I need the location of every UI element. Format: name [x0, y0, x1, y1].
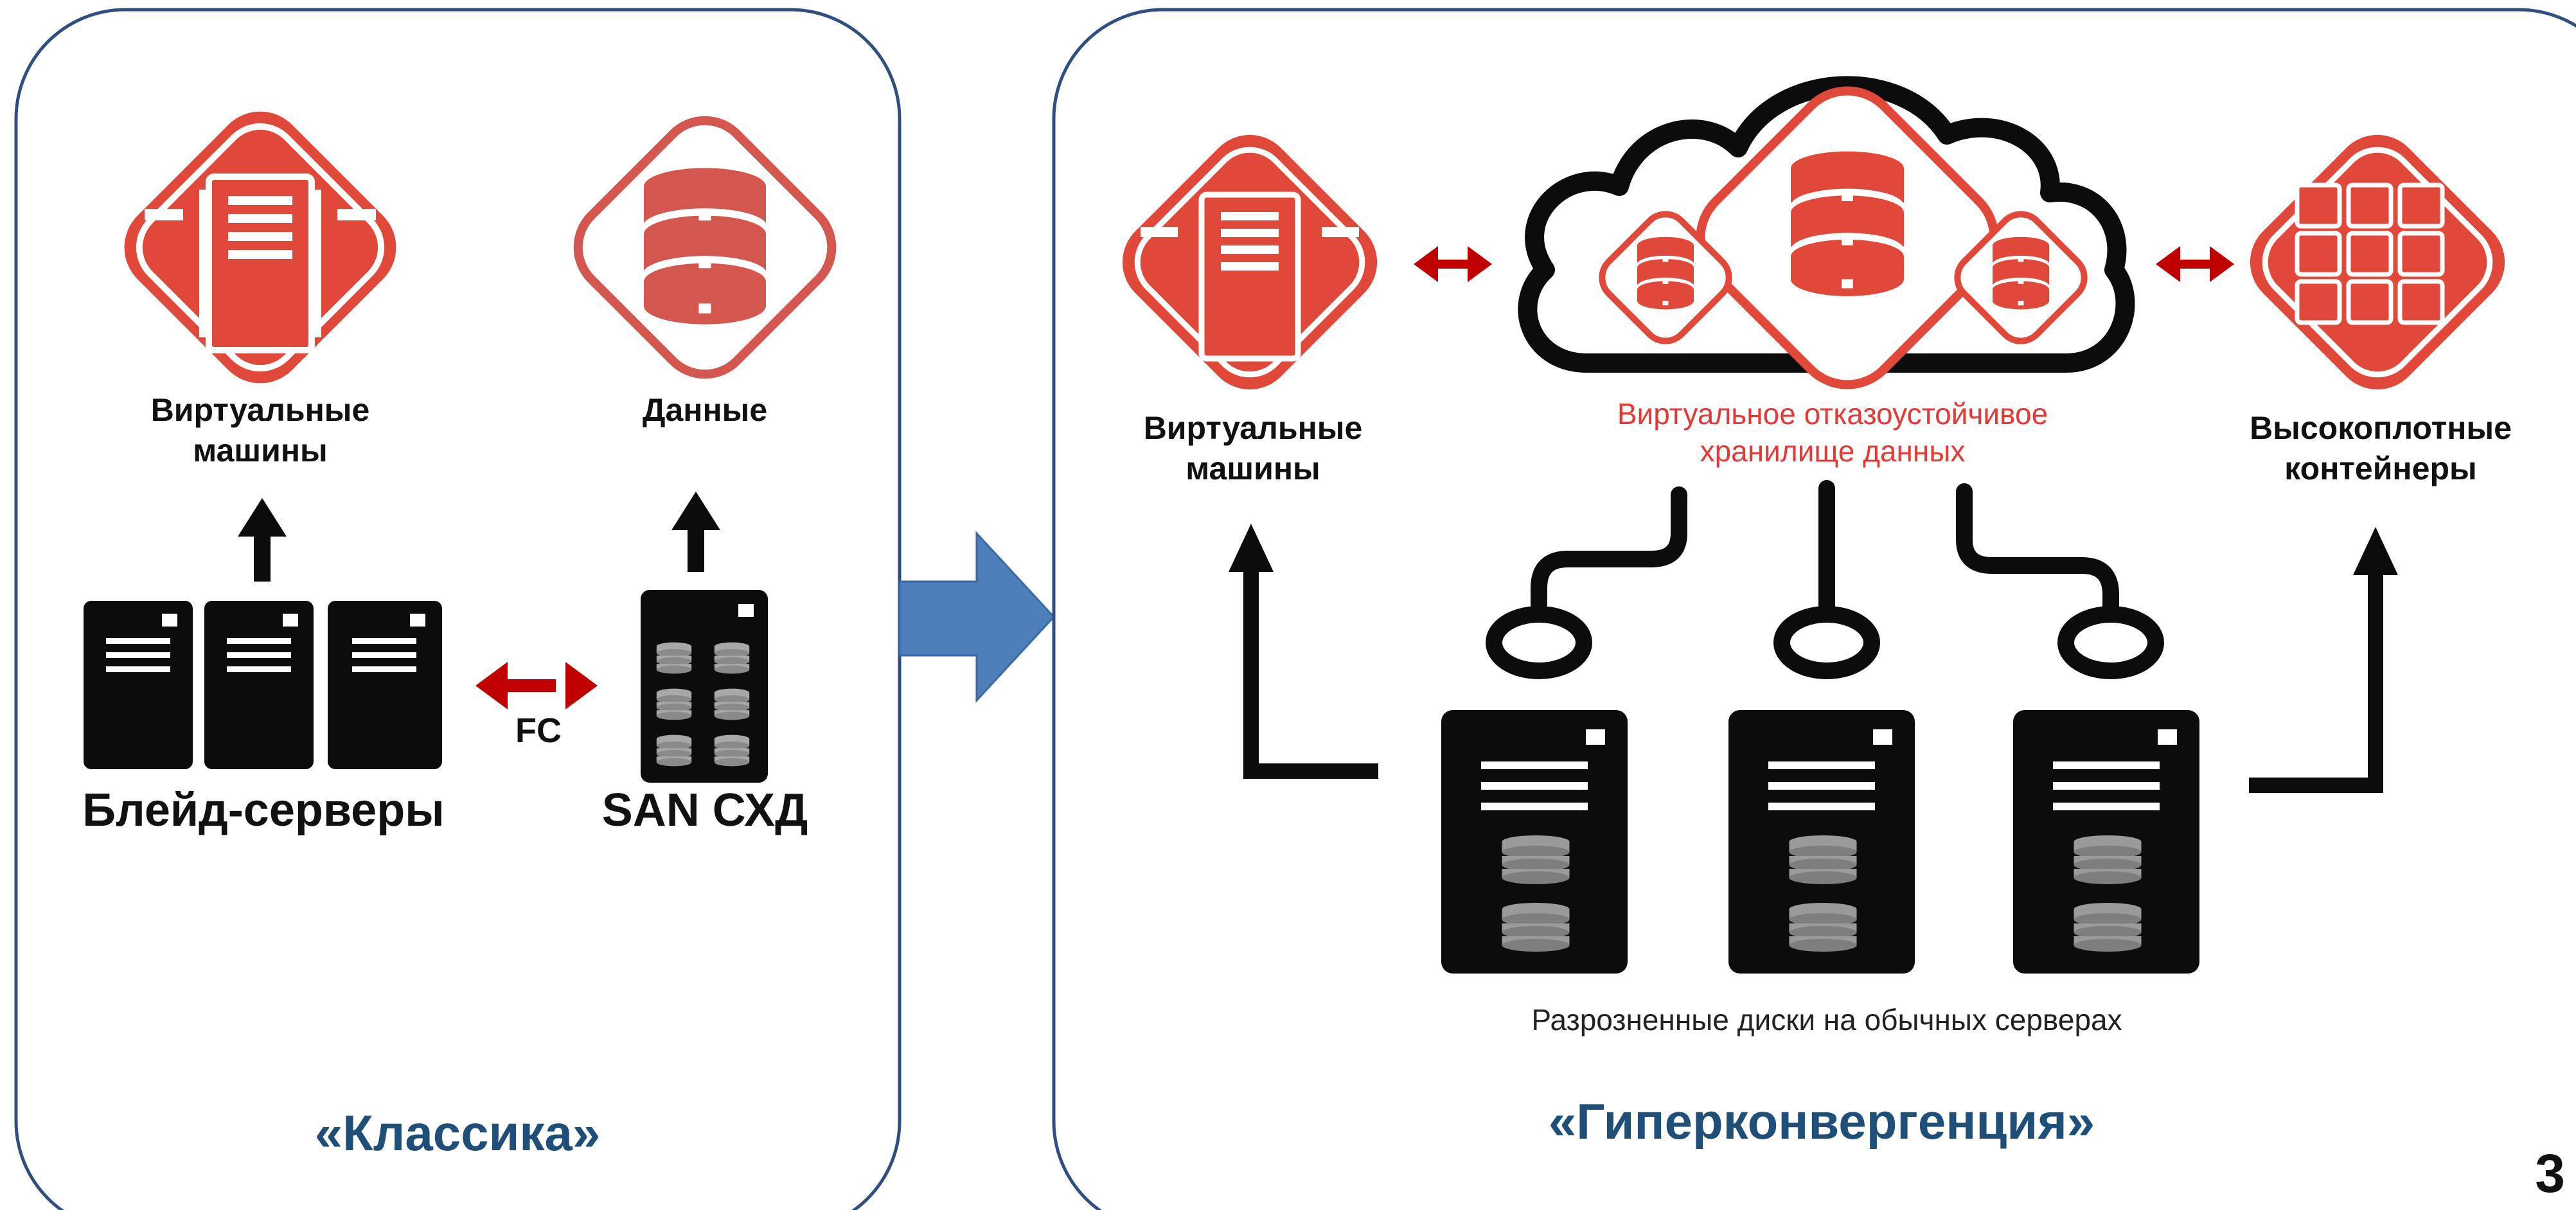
- classic-title: «Классика»: [315, 1105, 600, 1161]
- fc-label: FC: [515, 711, 562, 750]
- blade-server-icon: [328, 601, 442, 769]
- l-arrow-up-icon: [2249, 527, 2398, 793]
- classic-vm-label-line2: машины: [193, 432, 327, 468]
- fc-double-arrow-icon: [475, 662, 598, 709]
- sync-double-arrow-icon: [2156, 246, 2234, 282]
- server-with-disks-icon: [1728, 710, 1915, 974]
- page-number: 3: [2535, 1143, 2565, 1204]
- blade-server-icon: [204, 601, 314, 769]
- transition-arrow-icon: [898, 531, 1056, 703]
- server-diamond-icon: [1122, 134, 1378, 390]
- hyper-vm-label-line2: машины: [1186, 450, 1320, 486]
- hyper-title: «Гиперконвергенция»: [1549, 1093, 2095, 1150]
- storage-server-icon: [641, 590, 768, 783]
- server-with-disks-icon: [1441, 710, 1628, 974]
- up-arrow-icon: [671, 492, 720, 572]
- server-diamond-icon: [124, 111, 396, 384]
- sync-double-arrow-icon: [1414, 246, 1492, 282]
- database-diamond-icon: [573, 116, 837, 379]
- containers-label-line2: контейнеры: [2284, 450, 2476, 486]
- cloud-icon: [1518, 76, 2135, 389]
- servers-caption: Разрозненные диски на обычных серверах: [1531, 1003, 2122, 1037]
- classic-data-label: Данные: [643, 392, 767, 428]
- up-arrow-icon: [238, 498, 287, 582]
- containers-diamond-icon: [2250, 134, 2505, 390]
- classic-vm-label-line1: Виртуальные: [151, 392, 370, 428]
- containers-label-line1: Высокоплотные: [2250, 410, 2512, 446]
- hyper-vm-label-line1: Виртуальные: [1144, 410, 1363, 446]
- connector-lines: [1486, 480, 2164, 679]
- hyper-panel: [1052, 8, 2576, 1210]
- san-label: SAN СХД: [602, 785, 808, 836]
- blade-server-icon: [84, 601, 193, 769]
- l-arrow-up-icon: [1229, 524, 1378, 779]
- storage-label-line2: хранилище данных: [1700, 434, 1966, 468]
- server-with-disks-icon: [2013, 710, 2199, 974]
- blades-label: Блейд-серверы: [82, 785, 444, 836]
- storage-label-line1: Виртуальное отказоустойчивое: [1617, 397, 2048, 431]
